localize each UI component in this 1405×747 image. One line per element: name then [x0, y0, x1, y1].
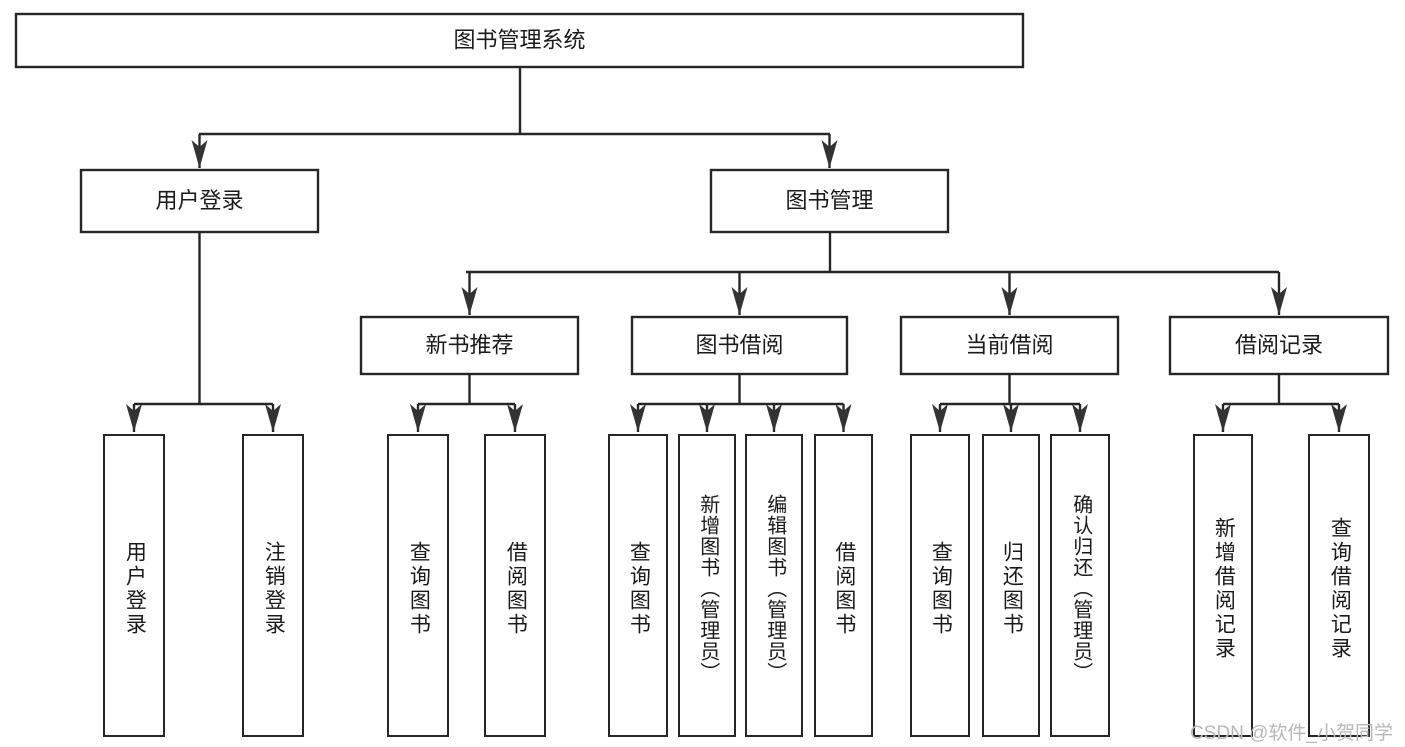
arrow-head-icon-new-book-recommend — [461, 287, 478, 315]
node-leaf-return-book[interactable]: 归还图书 — [982, 434, 1040, 737]
node-label-leaf-add-borrow-record: 新增借阅记录 — [1212, 516, 1236, 661]
arrow-head-icon-leaf-confirm-return-admin — [1072, 404, 1088, 432]
node-label-leaf-borrow-book-1: 借阅图书 — [504, 540, 528, 637]
node-label-leaf-logout-login: 注销登录 — [262, 540, 286, 637]
node-current-borrow[interactable]: 当前借阅 — [899, 315, 1120, 376]
node-leaf-query-book-1[interactable]: 查询图书 — [387, 434, 449, 737]
node-leaf-borrow-book-1[interactable]: 借阅图书 — [484, 434, 546, 737]
arrow-head-icon-borrow-record — [1271, 287, 1287, 315]
arrow-head-icon-leaf-user-login — [126, 404, 142, 432]
connector-lines — [126, 67, 1347, 432]
node-label-leaf-add-book-admin: 新增图书（管理员） — [696, 494, 719, 683]
arrow-head-icon-leaf-query-book-1 — [410, 404, 426, 432]
node-box-current-borrow — [899, 315, 1120, 376]
node-new-book-recommend[interactable]: 新书推荐 — [359, 315, 580, 376]
node-label-leaf-return-book: 归还图书 — [1000, 540, 1024, 637]
arrow-head-icon-current-borrow — [1001, 287, 1018, 315]
node-label-leaf-confirm-return-admin: 确认归还（管理员） — [1069, 494, 1092, 683]
node-label-book-manage: 图书管理 — [785, 188, 873, 213]
node-book-borrow[interactable]: 图书借阅 — [630, 315, 849, 376]
arrow-head-icon-leaf-query-book-2 — [630, 404, 646, 432]
node-leaf-add-book-admin[interactable]: 新增图书（管理员） — [678, 434, 736, 737]
node-box-user-login — [79, 168, 320, 234]
node-leaf-query-book-3[interactable]: 查询图书 — [910, 434, 970, 737]
node-leaf-logout-login[interactable]: 注销登录 — [242, 434, 304, 737]
node-box-book-borrow — [630, 315, 849, 376]
arrow-head-icon-leaf-add-borrow-record — [1215, 404, 1231, 432]
node-label-leaf-query-borrow-record: 查询借阅记录 — [1328, 516, 1352, 661]
arrow-head-icon-leaf-query-borrow-record — [1331, 404, 1347, 432]
node-borrow-record[interactable]: 借阅记录 — [1168, 315, 1390, 376]
node-leaf-borrow-book-2[interactable]: 借阅图书 — [814, 434, 873, 737]
node-book-manage[interactable]: 图书管理 — [709, 168, 950, 234]
node-label-leaf-edit-book-admin: 编辑图书（管理员） — [763, 494, 786, 683]
node-label-current-borrow: 当前借阅 — [965, 332, 1053, 357]
node-leaf-user-login[interactable]: 用户登录 — [103, 434, 165, 737]
node-label-book-borrow: 图书借阅 — [695, 332, 783, 357]
node-label-leaf-user-login: 用户登录 — [123, 540, 147, 637]
arrow-head-icon-leaf-edit-book-admin — [766, 404, 782, 432]
node-leaf-query-borrow-record[interactable]: 查询借阅记录 — [1308, 434, 1370, 737]
arrow-head-icon-leaf-query-book-3 — [932, 404, 948, 432]
node-box-root — [14, 12, 1025, 69]
arrow-head-icon-leaf-add-book-admin — [699, 404, 715, 432]
node-leaf-add-borrow-record[interactable]: 新增借阅记录 — [1193, 434, 1253, 737]
arrow-head-icon-user-login — [191, 140, 208, 168]
node-label-root: 图书管理系统 — [453, 27, 585, 52]
node-label-new-book-recommend: 新书推荐 — [425, 332, 513, 357]
node-label-leaf-query-book-1: 查询图书 — [407, 540, 431, 637]
arrow-head-icon-leaf-return-book — [1003, 404, 1019, 432]
node-label-leaf-query-book-2: 查询图书 — [627, 540, 651, 637]
node-root[interactable]: 图书管理系统 — [14, 12, 1025, 69]
arrow-head-icon-leaf-borrow-book-2 — [835, 404, 852, 432]
arrow-head-icon-leaf-borrow-book-1 — [507, 404, 523, 432]
arrow-head-icon-leaf-logout-login — [265, 404, 281, 432]
node-label-user-login: 用户登录 — [155, 188, 243, 213]
node-label-leaf-query-book-3: 查询图书 — [929, 540, 953, 637]
node-box-book-manage — [709, 168, 950, 234]
node-label-leaf-borrow-book-2: 借阅图书 — [832, 540, 856, 637]
node-box-new-book-recommend — [359, 315, 580, 376]
node-leaf-edit-book-admin[interactable]: 编辑图书（管理员） — [745, 434, 803, 737]
node-leaf-confirm-return-admin[interactable]: 确认归还（管理员） — [1050, 434, 1110, 737]
node-user-login[interactable]: 用户登录 — [79, 168, 320, 234]
node-label-borrow-record: 借阅记录 — [1235, 332, 1323, 357]
arrow-head-icon-book-borrow — [731, 287, 748, 315]
arrow-head-icon-book-manage — [821, 140, 838, 168]
node-leaf-query-book-2[interactable]: 查询图书 — [608, 434, 668, 737]
node-box-borrow-record — [1168, 315, 1390, 376]
